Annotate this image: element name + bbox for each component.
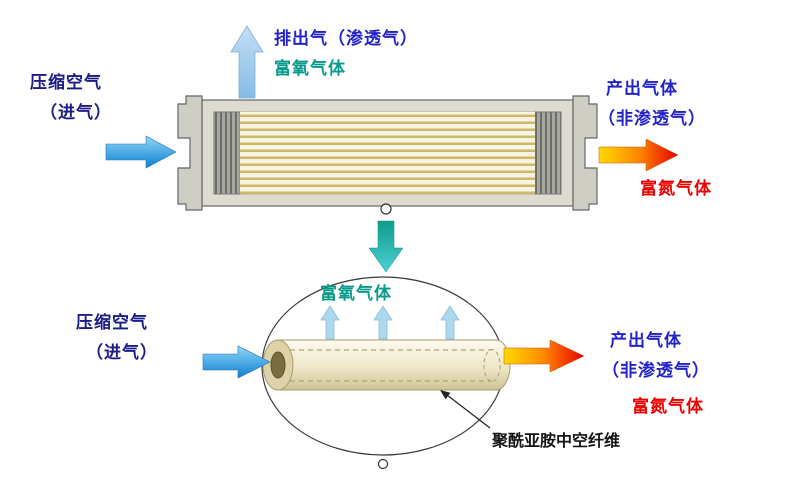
top-product-label-line2: （非渗透气）: [598, 109, 706, 129]
inlet-arrow-bottom: [202, 345, 271, 379]
fiber-bore-end: [483, 348, 501, 383]
nitrogen-rich-label-top: 富氮气体: [640, 179, 712, 199]
product-arrow-top: [598, 138, 679, 172]
fiber-body: [277, 339, 511, 391]
nitrogen-rich-label-bottom: 富氮气体: [632, 397, 704, 417]
oxygen-permeate-arrows: [320, 305, 460, 340]
bottom-port: [377, 458, 389, 470]
tube-sheet-left: [213, 111, 241, 195]
oxygen-rich-label-top: 富氧气体: [274, 59, 346, 79]
zoom-pointer-arrow: [368, 220, 404, 273]
module-right-cap: [572, 95, 598, 211]
membrane-module: [177, 95, 598, 215]
top-inlet-label-line2: （进气）: [40, 103, 112, 123]
hollow-fiber: [262, 339, 511, 391]
inlet-arrow-top: [105, 135, 177, 169]
fiber-pointer-arrowhead: [440, 390, 451, 400]
top-inlet-label-line1: 压缩空气: [30, 73, 102, 93]
fiber-hollow-core: [270, 351, 286, 379]
bottom-product-label-line1: 产出气体: [610, 331, 682, 351]
fiber-pointer-line: [446, 394, 491, 429]
tube-sheet-right: [534, 111, 562, 195]
module-port: [380, 203, 392, 215]
fiber-pointer: [440, 390, 491, 429]
product-arrow-bottom: [503, 339, 585, 373]
oxygen-arrow-3: [440, 305, 460, 340]
oxygen-arrow-2: [373, 305, 393, 340]
permeate-arrow: [230, 25, 264, 99]
fiber-bundle: [240, 112, 535, 194]
oxygen-arrow-1: [320, 305, 340, 340]
oxygen-rich-label-bottom: 富氧气体: [320, 284, 392, 304]
bottom-product-label-line2: （非渗透气）: [602, 361, 710, 381]
module-left-cap: [177, 95, 203, 211]
top-product-label-line1: 产出气体: [606, 79, 678, 99]
hollow-fiber-label: 聚酰亚胺中空纤维: [492, 431, 621, 450]
exhaust-gas-label: 排出气（渗透气）: [274, 29, 418, 49]
bottom-inlet-label-line1: 压缩空气: [76, 313, 148, 333]
bottom-inlet-label-line2: （进气）: [86, 343, 158, 363]
